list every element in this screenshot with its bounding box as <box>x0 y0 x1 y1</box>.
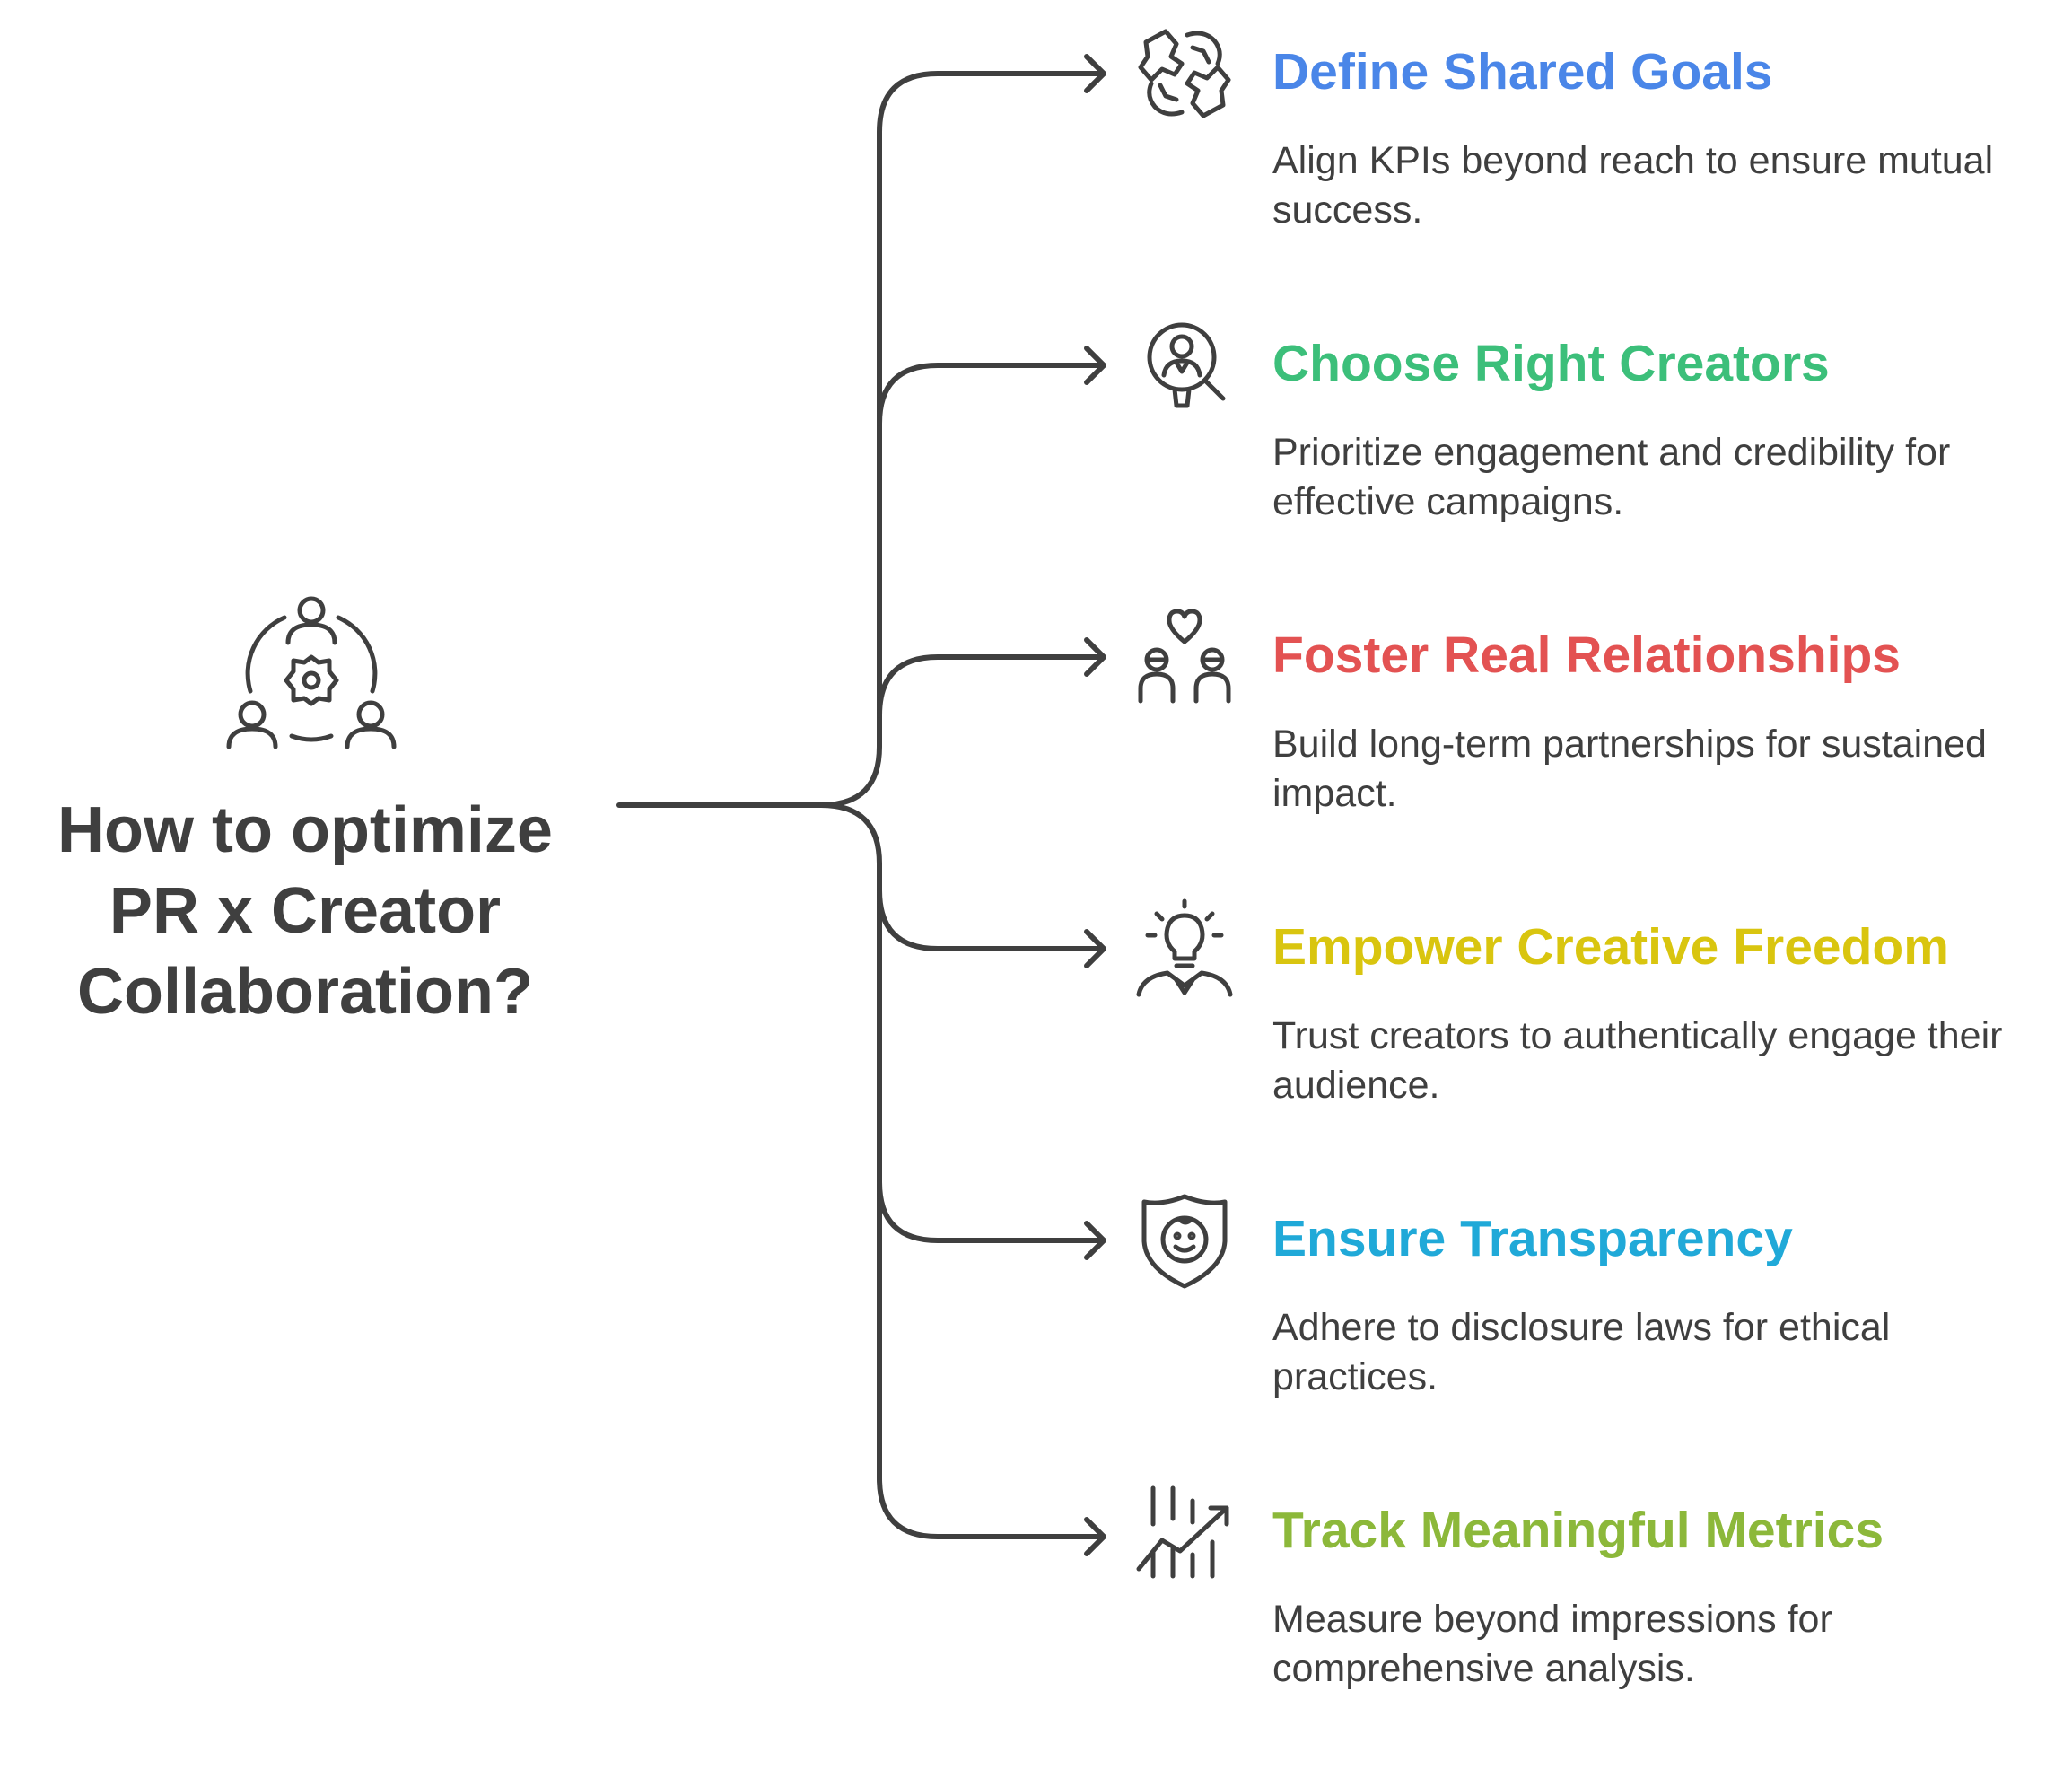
puzzle-hands-icon <box>1135 24 1234 123</box>
lightbulb-person-icon <box>1135 898 1234 998</box>
connector-branch-upper <box>818 71 1106 808</box>
connector-tree <box>616 54 1106 1556</box>
item-description: Adhere to disclosure laws for ethical pr… <box>1272 1306 1891 1398</box>
person-search-icon <box>1135 316 1234 415</box>
question-line-3: Collaboration? <box>77 956 533 1028</box>
item-description: Build long-term partnerships for sustain… <box>1272 723 1987 815</box>
central-question: How to optimize PR x Creator Collaborati… <box>27 790 583 1032</box>
item-define-shared-goals: Define Shared Goals Align KPIs beyond re… <box>1135 24 2068 311</box>
question-line-2: PR x Creator <box>109 875 502 947</box>
item-description: Trust creators to authentically engage t… <box>1272 1014 2003 1107</box>
item-description: Prioritize engagement and credibility fo… <box>1272 431 1951 523</box>
connector-branch-lower <box>818 802 1106 1539</box>
arrowhead-4 <box>1084 929 1106 968</box>
connector-branch-3 <box>877 654 1106 718</box>
shield-face-icon <box>1135 1191 1234 1290</box>
growth-chart-icon <box>1135 1483 1234 1582</box>
arrowhead-6 <box>1084 1517 1106 1556</box>
item-title: Foster Real Relationships <box>1272 627 1902 684</box>
arrowhead-5 <box>1084 1221 1106 1260</box>
item-foster-real-relationships: Foster Real Relationships Build long-ter… <box>1135 608 2068 895</box>
question-line-1: How to optimize <box>57 794 553 866</box>
item-track-meaningful-metrics: Track Meaningful Metrics Measure beyond … <box>1135 1483 2068 1770</box>
item-title: Define Shared Goals <box>1272 43 1773 101</box>
item-empower-creative-freedom: Empower Creative Freedom Trust creators … <box>1135 898 2068 1187</box>
two-people-heart-icon <box>1135 608 1234 706</box>
arrowhead-2 <box>1084 346 1106 385</box>
item-description: Measure beyond impressions for comprehen… <box>1272 1598 1832 1690</box>
item-title: Ensure Transparency <box>1272 1210 1793 1267</box>
item-choose-right-creators: Choose Right Creators Prioritize engagem… <box>1135 316 2068 603</box>
item-ensure-transparency: Ensure Transparency Adhere to disclosure… <box>1135 1191 2068 1478</box>
arrowhead-1 <box>1084 54 1106 93</box>
arrowhead-3 <box>1084 637 1106 677</box>
connector-branch-2 <box>877 363 1106 426</box>
item-title: Choose Right Creators <box>1272 335 1830 392</box>
connector-branch-5 <box>877 1179 1106 1243</box>
connector-branch-4 <box>877 888 1106 951</box>
item-description: Align KPIs beyond reach to ensure mutual… <box>1272 139 1994 232</box>
team-gear-icon <box>225 591 398 763</box>
item-title: Empower Creative Freedom <box>1272 918 1949 976</box>
item-title: Track Meaningful Metrics <box>1272 1502 1884 1559</box>
